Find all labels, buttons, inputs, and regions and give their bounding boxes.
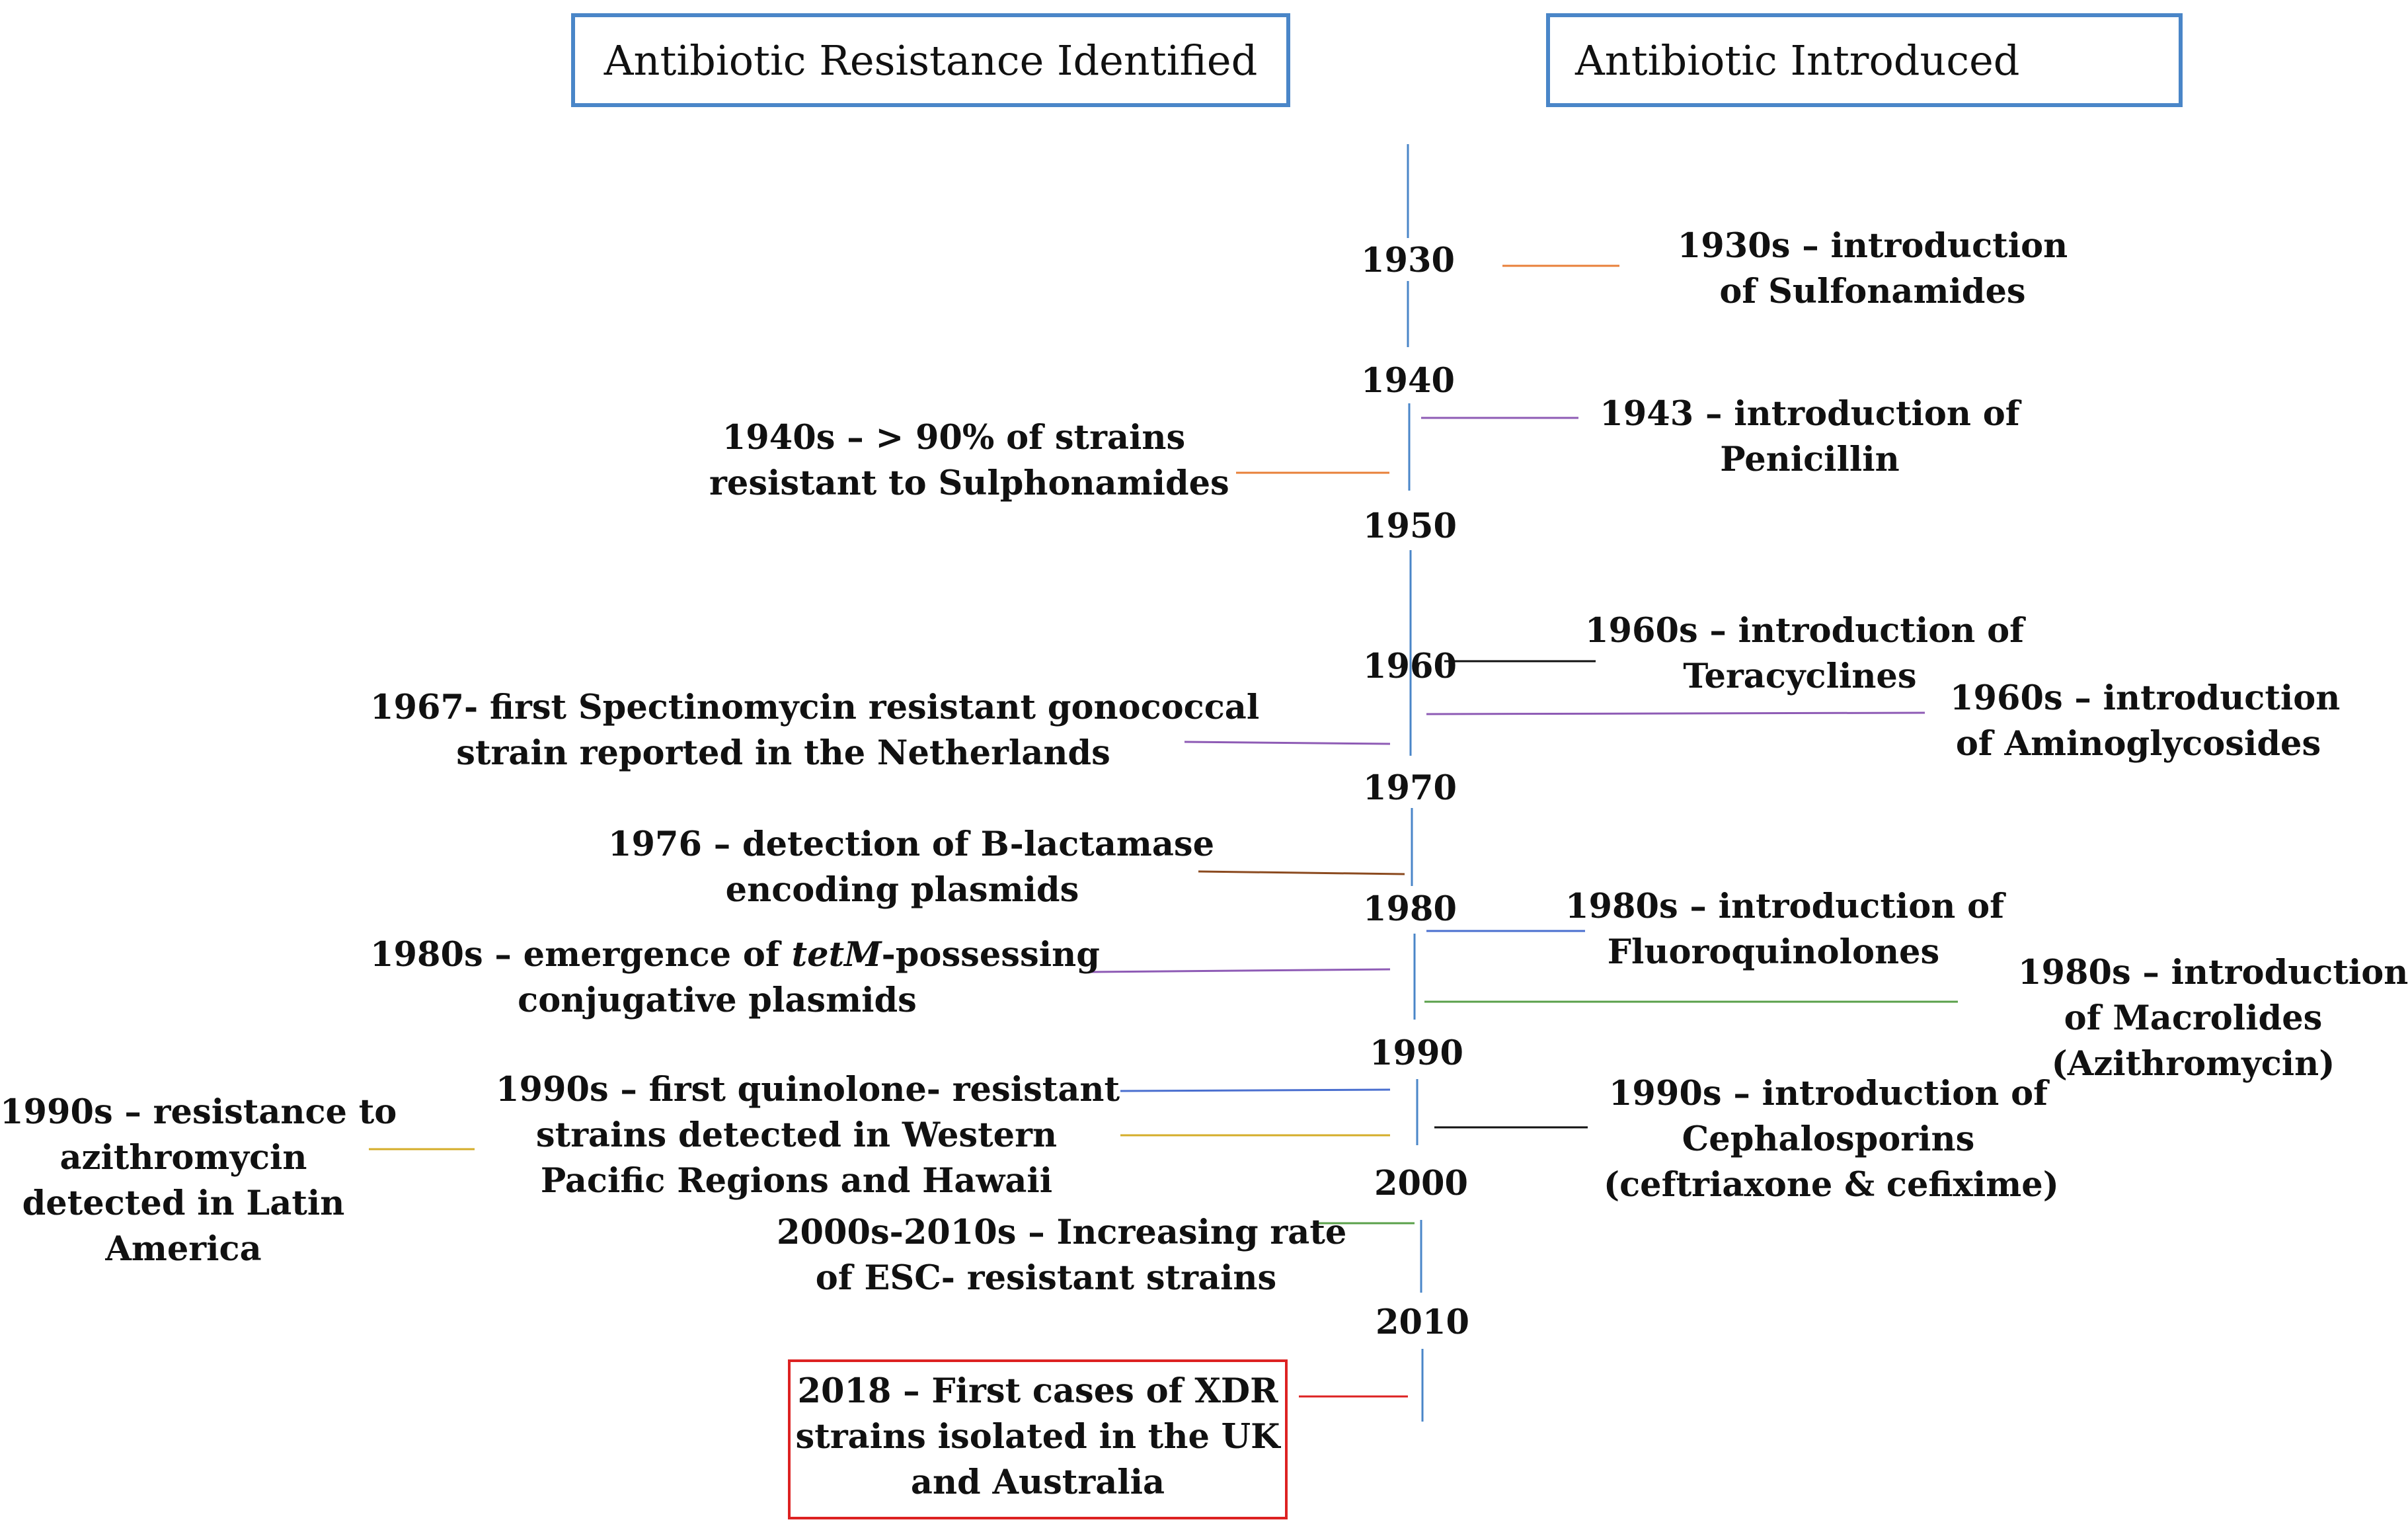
connector-quinolone-1	[1120, 1088, 1391, 1092]
event-tetracyclines-introduced: 1960s – introduction of Teracyclines	[1585, 611, 2025, 696]
header-introduced-label: Antibiotic Introduced	[1575, 36, 2020, 85]
year-label-1970: 1970	[1363, 768, 1457, 808]
connector-spectinomycin	[1184, 741, 1391, 745]
xdr-highlight-box: 2018 – First cases of XDR strains isolat…	[788, 1359, 1288, 1519]
event-aminoglycosides-introduced: 1960s – introduction of Aminoglycosides	[1950, 678, 2341, 764]
year-label-1990: 1990	[1370, 1033, 1463, 1073]
event-xdr-strains: 2018 – First cases of XDR strains isolat…	[795, 1371, 1280, 1502]
year-label-1950: 1950	[1363, 506, 1457, 546]
connector-tetm	[1089, 968, 1391, 973]
event-fluoroquinolones-introduced: 1980s – introduction of Fluoroquinolones	[1565, 887, 2005, 972]
year-label-1930: 1930	[1361, 241, 1455, 280]
header-antibiotic-introduced: Antibiotic Introduced	[1546, 13, 2183, 107]
event-tetm-plasmids: 1980s – emergence of tetM-possessing con…	[370, 935, 1100, 1020]
year-label-2000: 2000	[1374, 1164, 1468, 1203]
connector-b-lactamase	[1198, 870, 1405, 875]
event-penicillin-introduced: 1943 – introduction of Penicillin	[1600, 394, 2020, 479]
event-quinolone-resistance: 1990s – first quinolone- resistant strai…	[496, 1070, 1120, 1201]
header-resistance-identified: Antibiotic Resistance Identified	[571, 13, 1290, 107]
event-sulfonamides-introduced: 1930s – introduction of Sulfonamides	[1677, 226, 2068, 311]
event-macrolides-introduced: 1980s – introduction of Macrolides (Azit…	[2018, 953, 2408, 1084]
header-resistance-label: Antibiotic Resistance Identified	[603, 36, 1258, 85]
event-sulphonamides-resistance: 1940s – > 90% of strains resistant to Su…	[709, 418, 1229, 503]
event-b-lactamase-plasmids: 1976 – detection of B-lactamase encoding…	[608, 825, 1215, 910]
year-label-2010: 2010	[1376, 1303, 1469, 1342]
event-spectinomycin-resistance: 1967- first Spectinomycin resistant gono…	[370, 688, 1260, 773]
year-label-1960: 1960	[1363, 647, 1457, 686]
year-label-1940: 1940	[1361, 361, 1455, 401]
year-label-1980: 1980	[1363, 889, 1457, 929]
event-azithromycin-resistance: 1990s – resistance to azithromycin detec…	[0, 1092, 397, 1269]
connector-aminoglycosides	[1426, 711, 1925, 715]
event-cephalosporins-introduced: 1990s – introduction of Cephalosporins (…	[1604, 1074, 2059, 1205]
event-esc-resistance: 2000s-2010s – Increasing rate of ESC- re…	[777, 1213, 1347, 1298]
